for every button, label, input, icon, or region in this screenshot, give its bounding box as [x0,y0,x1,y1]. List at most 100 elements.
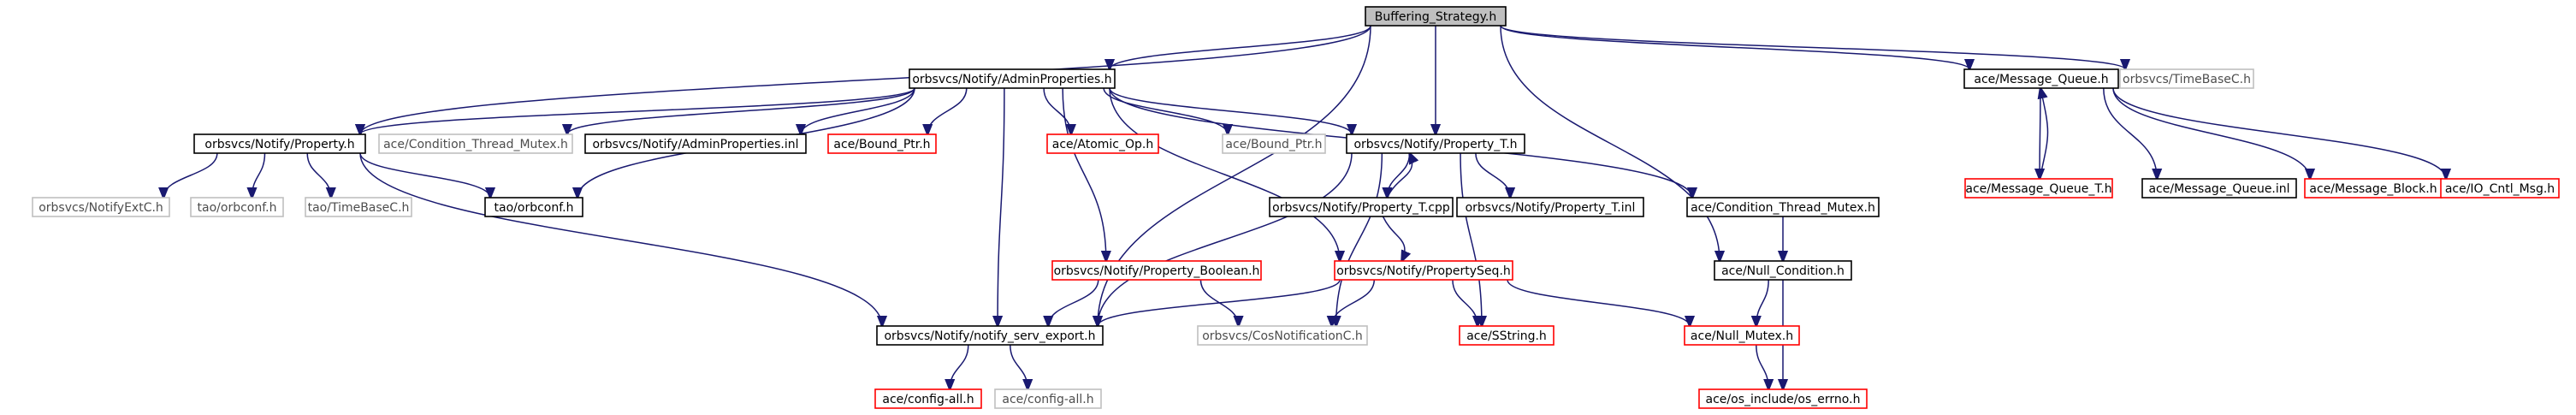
node-timebaseC1-box [2119,68,2254,89]
node-servexport-label: orbsvcs/Notify/notify_serv_export.h [884,329,1095,343]
edge-root-to-nullcond [1500,25,1720,261]
node-property[interactable]: orbsvcs/Notify/Property.h [193,133,366,154]
node-condmutex1-box [378,133,573,154]
node-adminpropsinl-box [584,133,807,154]
edge-property-to-orbconf2 [359,152,490,198]
node-oserrno-box [1698,388,1868,409]
node-propertyTcpp[interactable]: orbsvcs/Notify/Property_T.cpp [1269,197,1454,217]
node-configall1-label: ace/config-all.h [882,393,974,406]
edge-msgqueue-to-msgqueueinl [2103,87,2157,179]
node-configall1[interactable]: ace/config-all.h [874,388,982,409]
edge-servexport-to-configall2 [1010,344,1027,389]
node-atomicop-label: ace/Atomic_Op.h [1052,138,1153,151]
node-condmutex1[interactable]: ace/Condition_Thread_Mutex.h [378,133,573,154]
edge-nullcond-to-nullmutex [1756,279,1769,326]
node-configall2-box [994,388,1102,409]
node-propertySeq-label: orbsvcs/Notify/PropertySeq.h [1336,264,1511,278]
edge-property-to-orbconf1 [252,152,266,198]
node-orbconf1-box [190,197,284,217]
node-root[interactable]: Buffering_Strategy.h [1365,6,1507,27]
node-cosnotifC-box [1197,325,1368,346]
edge-root-to-servexport [1098,25,1371,326]
node-adminprops-box [909,68,1116,89]
node-propertyTinl-label: orbsvcs/Notify/Property_T.inl [1466,201,1636,215]
edge-adminprops-to-property [360,87,915,134]
node-orbconf1[interactable]: tao/orbconf.h [190,197,284,217]
edge-propertySeq-to-nullmutex [1507,279,1690,326]
node-iocntl-box [2440,178,2560,199]
nodes-layer: Buffering_Strategy.h orbsvcs/Notify/Admin… [32,6,2560,409]
node-oserrno[interactable]: ace/os_include/os_errno.h [1698,388,1868,409]
node-boundptr1-label: ace/Bound_Ptr.h [833,138,930,151]
node-msgqueueT-box [1964,178,2113,199]
edge-property-to-servexport [359,152,882,326]
node-servexport[interactable]: orbsvcs/Notify/notify_serv_export.h [876,325,1104,346]
node-msgqueue[interactable]: ace/Message_Queue.h [1963,68,2119,89]
edge-propertyTcpp-to-propertyT [1386,153,1412,199]
edge-adminprops-to-atomicop [1043,87,1071,134]
node-iocntl-label: ace/IO_Cntl_Msg.h [2445,182,2555,196]
node-condmutex2-label: ace/Condition_Thread_Mutex.h [1691,201,1875,215]
edge-adminprops-to-propertySeq [1109,87,1340,261]
node-timebaseC1-label: orbsvcs/TimeBaseC.h [2123,73,2251,86]
node-timebaseC2-box [305,197,412,217]
node-notifyextC[interactable]: orbsvcs/NotifyExtC.h [32,197,170,217]
node-property-label: orbsvcs/Notify/Property.h [204,138,354,151]
node-boundptr1[interactable]: ace/Bound_Ptr.h [827,133,937,154]
edge-propertyT-to-cosnotifC [1336,152,1383,326]
node-root-label: Buffering_Strategy.h [1375,10,1496,24]
node-msgqueueT-label: ace/Message_Queue_T.h [1965,182,2111,196]
node-adminprops[interactable]: orbsvcs/Notify/AdminProperties.h [909,68,1116,89]
edge-adminprops-to-propertyT [1109,87,1352,134]
node-notifyextC-label: orbsvcs/NotifyExtC.h [38,201,163,215]
node-nullcond-label: ace/Null_Condition.h [1721,264,1845,278]
node-msgqueue-label: ace/Message_Queue.h [1974,73,2108,86]
node-orbconf1-label: tao/orbconf.h [198,201,277,215]
node-propertyTinl[interactable]: orbsvcs/Notify/Property_T.inl [1456,197,1644,217]
node-orbconf2-box [484,197,583,217]
edge-propertySeq-to-cosnotifC [1332,279,1375,326]
edge-msgqueue-to-msgblock [2112,87,2310,179]
node-configall2[interactable]: ace/config-all.h [994,388,1102,409]
edge-propertyBool-to-servexport [1048,279,1099,326]
node-nullmutex[interactable]: ace/Null_Mutex.h [1684,325,1800,346]
node-sstring[interactable]: ace/SString.h [1459,325,1554,346]
node-propertySeq[interactable]: orbsvcs/Notify/PropertySeq.h [1334,260,1513,281]
node-oserrno-label: ace/os_include/os_errno.h [1706,393,1861,406]
edge-propertyT-to-propertyTinl [1475,152,1510,198]
node-msgqueueT[interactable]: ace/Message_Queue_T.h [1964,178,2113,199]
node-servexport-box [876,325,1104,346]
node-nullcond[interactable]: ace/Null_Condition.h [1714,260,1852,281]
node-configall1-box [874,388,982,409]
edge-root-to-adminprops [1110,25,1371,69]
node-propertyT[interactable]: orbsvcs/Notify/Property_T.h [1346,133,1525,154]
node-iocntl[interactable]: ace/IO_Cntl_Msg.h [2440,178,2560,199]
node-timebaseC1[interactable]: orbsvcs/TimeBaseC.h [2119,68,2254,89]
node-propertyTcpp-box [1269,197,1454,217]
edge-nullmutex-to-oserrno [1756,344,1768,389]
edge-property-to-timebaseC2 [306,152,331,198]
node-condmutex1-label: ace/Condition_Thread_Mutex.h [383,138,568,151]
node-atomicop[interactable]: ace/Atomic_Op.h [1046,133,1159,154]
edge-propertyT-to-servexport [1098,152,1353,326]
node-propertyT-label: orbsvcs/Notify/Property_T.h [1353,138,1517,151]
node-nullmutex-box [1684,325,1800,346]
edges-layer [163,25,2446,389]
node-msgblock[interactable]: ace/Message_Block.h [2304,178,2443,199]
node-condmutex2[interactable]: ace/Condition_Thread_Mutex.h [1686,197,1880,217]
edge-adminprops-to-servexport [998,87,1005,326]
node-boundptr2[interactable]: ace/Bound_Ptr.h [1222,133,1326,154]
node-propertyBool[interactable]: orbsvcs/Notify/Property_Boolean.h [1051,260,1262,281]
node-adminpropsinl-label: orbsvcs/Notify/AdminProperties.inl [592,138,798,151]
edge-msgqueueT-to-msgqueue [2040,88,2049,180]
node-orbconf2[interactable]: tao/orbconf.h [484,197,583,217]
node-timebaseC2[interactable]: tao/TimeBaseC.h [305,197,412,217]
node-property-box [193,133,366,154]
node-adminprops-label: orbsvcs/Notify/AdminProperties.h [912,73,1111,86]
node-adminpropsinl[interactable]: orbsvcs/Notify/AdminProperties.inl [584,133,807,154]
edge-property-to-notifyextC [163,152,218,198]
node-msgqueueinl[interactable]: ace/Message_Queue.inl [2141,178,2297,199]
edge-propertySeq-to-servexport [1098,279,1341,326]
node-cosnotifC[interactable]: orbsvcs/CosNotificationC.h [1197,325,1368,346]
